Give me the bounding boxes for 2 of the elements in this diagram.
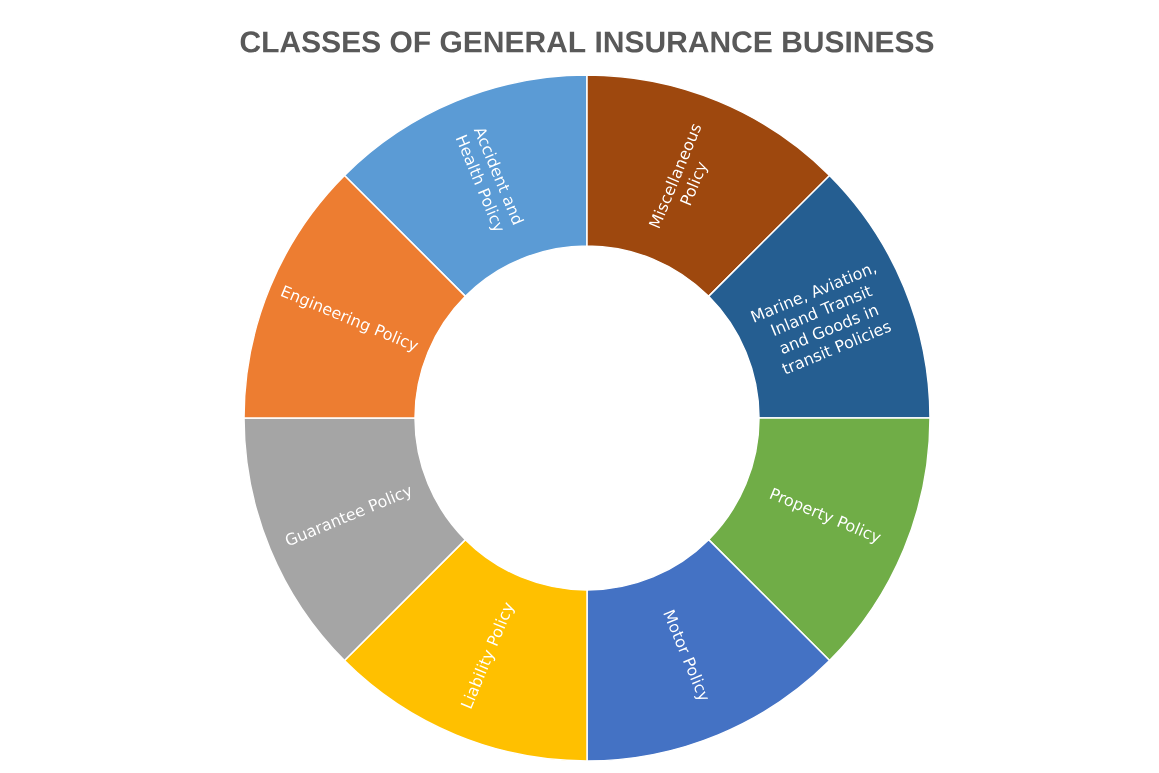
donut-segment: Motor Policy	[586, 538, 831, 762]
title: CLASSES OF GENERAL INSURANCE BUSINESS	[240, 31, 934, 53]
